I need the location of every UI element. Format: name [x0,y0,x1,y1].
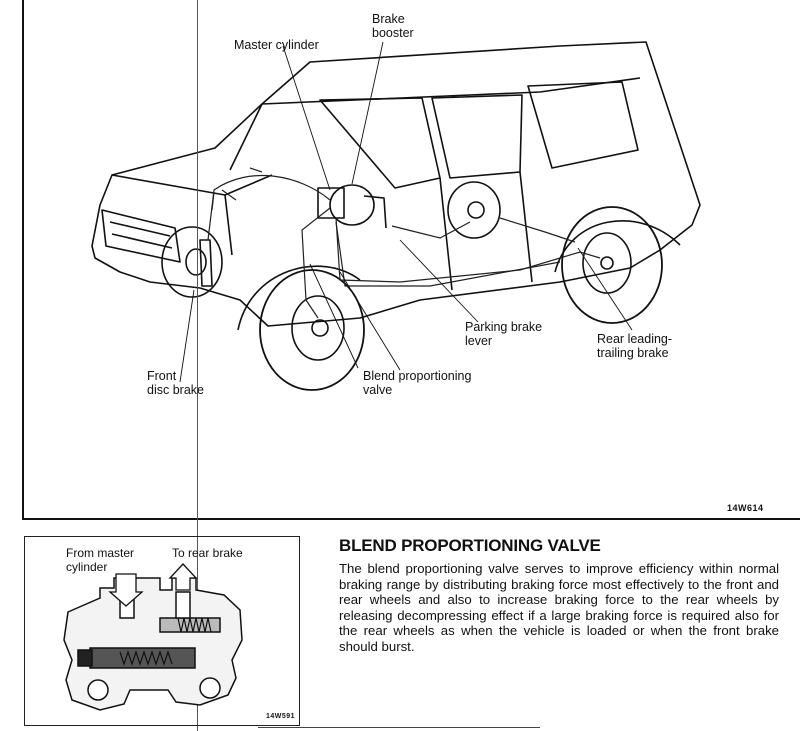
section-title: BLEND PROPORTIONING VALVE [339,536,601,555]
front-disc-brake-far [161,226,223,298]
brake-booster [329,184,375,226]
inset-label-from-master: From master cylinder [66,546,135,574]
figure-code-inset: 14W591 [266,713,296,720]
scan-fold-line [197,0,198,731]
bottom-rule [258,727,540,728]
rear-wheel [561,206,663,324]
callout-master-cylinder: Master cylinder [234,38,319,52]
rear-window [527,81,639,169]
grille [101,209,181,263]
figure-code-top: 14W614 [727,503,764,513]
callout-rear-brake: Rear leading- trailing brake [597,332,673,360]
rear-drum-far [447,181,501,239]
callout-brake-booster: Brake booster [372,12,414,40]
front-wheel [259,269,365,391]
top-figure-frame [22,0,800,520]
section-body: The blend proportioning valve serves to … [339,561,779,654]
callout-front-disc-brake: Front disc brake [147,369,204,397]
valve-body [63,577,243,711]
arrow-to-rear [168,563,198,591]
master-cylinder [317,187,345,219]
inset-label-to-rear: To rear brake [172,546,243,560]
vehicle-brake-diagram [91,41,701,391]
valve-inset-frame [24,536,300,726]
callout-parking-brake-lever: Parking brake lever [465,320,543,348]
valve-spring-lower [119,650,173,666]
callout-blend-valve: Blend proportioning valve [363,369,472,397]
arrow-from-master [108,573,144,607]
valve-spring-upper [177,617,212,633]
vehicle-body-outline [91,41,701,327]
